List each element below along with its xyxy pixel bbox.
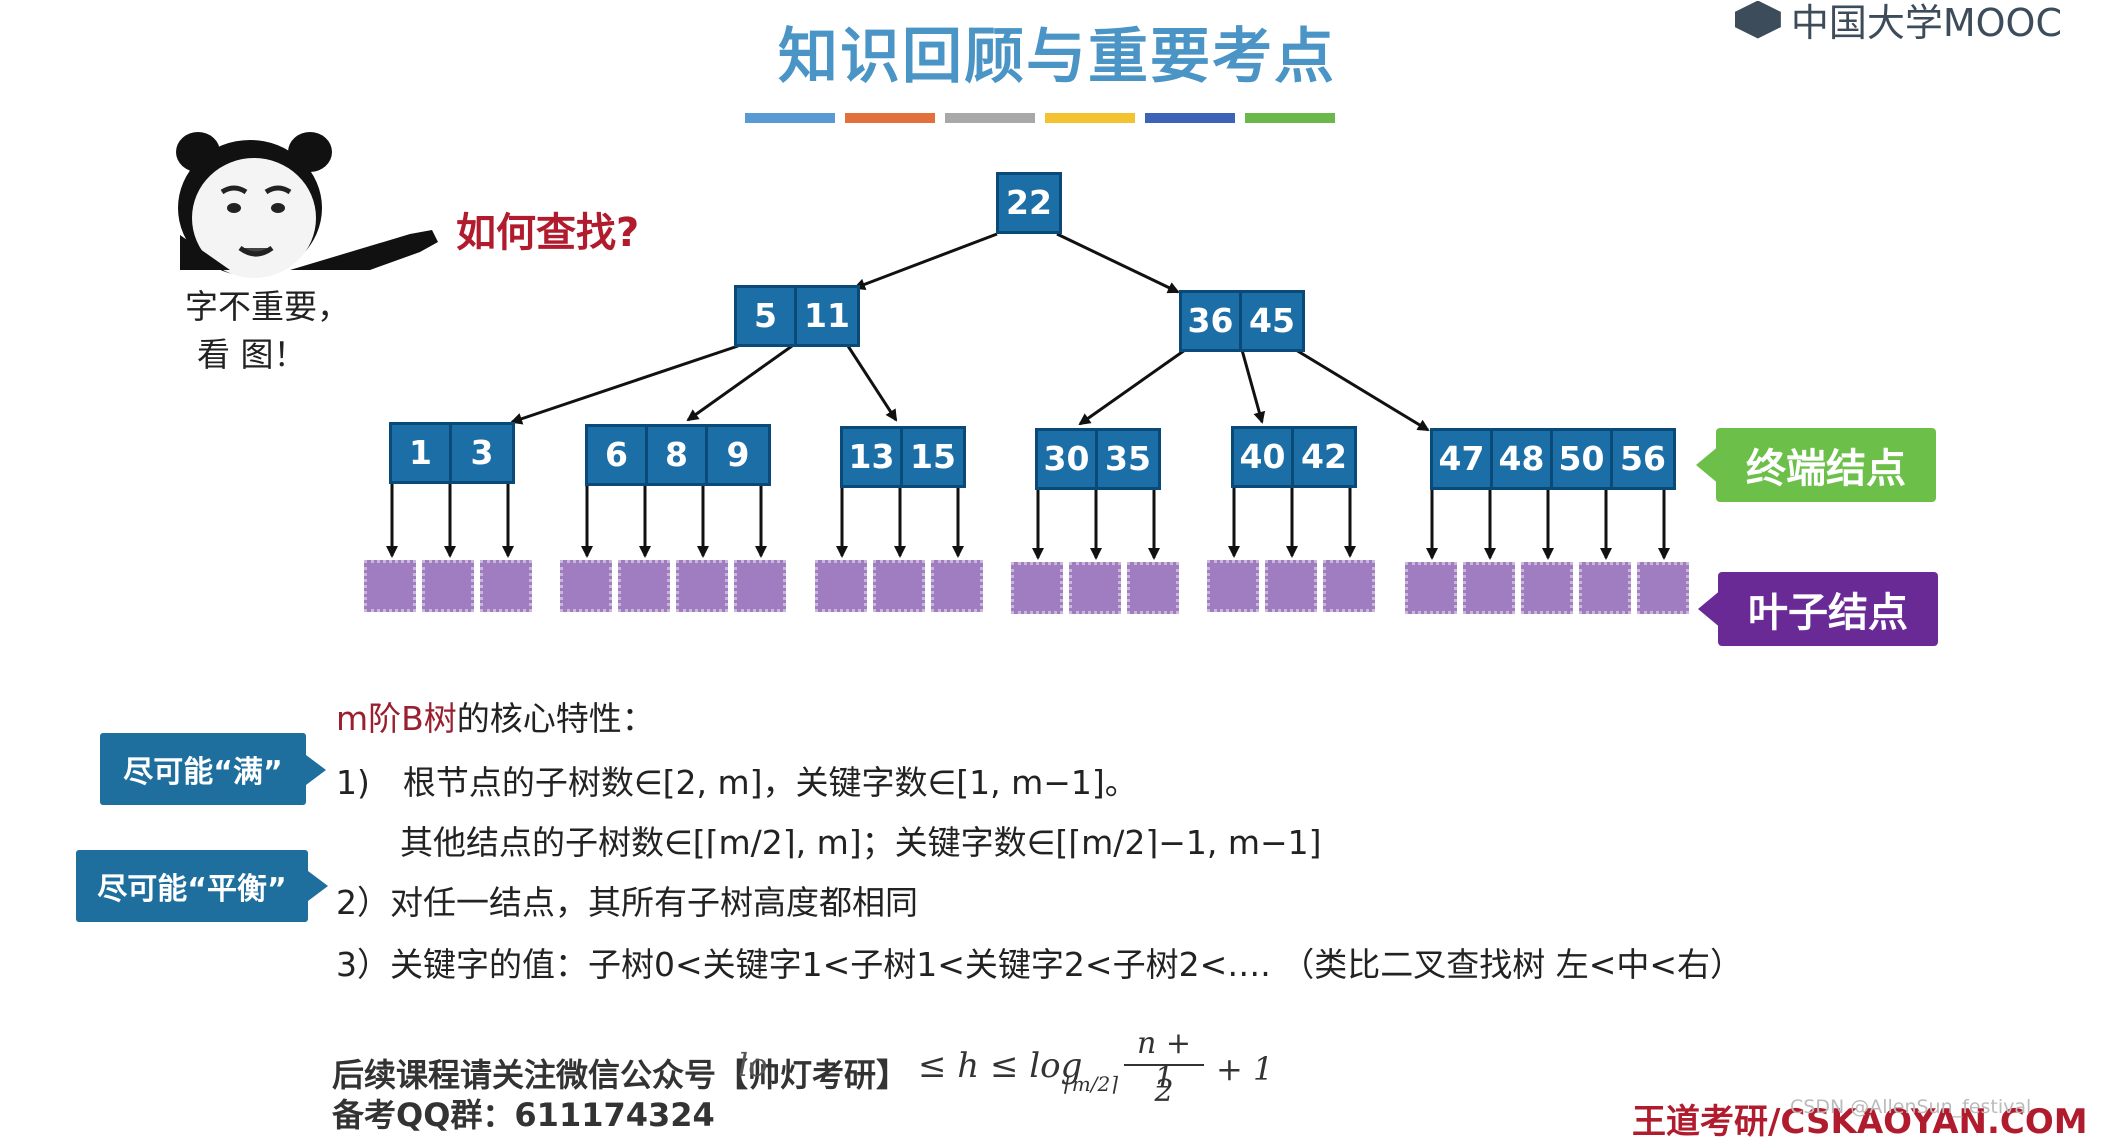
full-bubble-pointer-icon bbox=[306, 755, 326, 785]
leaf-node bbox=[1521, 562, 1573, 614]
key-22: 22 bbox=[1006, 183, 1052, 222]
key-11: 11 bbox=[804, 296, 850, 335]
leaf-node bbox=[931, 560, 983, 612]
mooc-brand-text: 中国大学MOOC bbox=[1790, 1, 2062, 45]
property-line-1b: 其他结点的子树数∈[⌈m/2⌉, m]；关键字数∈[⌈m/2⌉−1, m−1] bbox=[400, 823, 1322, 862]
tree-node-l2-1: 1 3 bbox=[389, 422, 515, 484]
tree-node-l1-right: 36 45 bbox=[1179, 290, 1305, 352]
leaf-node bbox=[618, 560, 670, 612]
balance-bubble-pointer-icon bbox=[308, 871, 328, 901]
key-36: 36 bbox=[1182, 293, 1242, 349]
leaf-node bbox=[480, 560, 532, 612]
key-30: 30 bbox=[1038, 431, 1098, 487]
leaf-node bbox=[1207, 560, 1259, 612]
csdn-watermark: CSDN @AllenSun_festival bbox=[1790, 1096, 2032, 1118]
tree-node-l2-4: 30 35 bbox=[1035, 428, 1161, 490]
page-title: 知识回顾与重要考点 bbox=[778, 22, 1336, 92]
leaf-node bbox=[1637, 562, 1689, 614]
tree-node-l2-5: 40 42 bbox=[1231, 426, 1357, 488]
formula-fraction-bar bbox=[1124, 1064, 1204, 1066]
formula-tail: + 1 bbox=[1216, 1050, 1274, 1088]
formula-den: 2 bbox=[1154, 1074, 1174, 1109]
leaf-node bbox=[1069, 562, 1121, 614]
key-56: 56 bbox=[1620, 439, 1666, 478]
footer-qq: 备考QQ群：611174324 bbox=[332, 1096, 715, 1134]
key-40: 40 bbox=[1234, 429, 1294, 485]
leaf-node bbox=[1405, 562, 1457, 614]
key-5: 5 bbox=[737, 288, 797, 344]
key-50: 50 bbox=[1553, 431, 1613, 487]
leaf-node bbox=[1265, 560, 1317, 612]
stripe-4 bbox=[1045, 113, 1135, 123]
leaf-node bbox=[873, 560, 925, 612]
key-3: 3 bbox=[470, 433, 494, 472]
stripe-6 bbox=[1245, 113, 1335, 123]
key-35: 35 bbox=[1105, 439, 1151, 478]
leaf-node bbox=[1323, 560, 1375, 612]
formula-num: n + 1 bbox=[1137, 1026, 1191, 1096]
stripe-1 bbox=[745, 113, 835, 123]
properties-heading: m阶B树的核心特性： bbox=[336, 692, 655, 740]
formula-left: lo bbox=[738, 1046, 768, 1084]
key-6: 6 bbox=[588, 427, 648, 483]
leaf-node-label: 叶子结点 bbox=[1718, 572, 1938, 646]
property-line-1: 1) 根节点的子树数∈[2, m]，关键字数∈[1, m−1]。 bbox=[336, 763, 1138, 802]
tree-node-l2-2: 6 8 9 bbox=[585, 424, 771, 486]
btree-term: m阶B树 bbox=[336, 699, 457, 738]
key-9: 9 bbox=[726, 435, 750, 474]
stripe-5 bbox=[1145, 113, 1235, 123]
panda-caption-line-2: 看 图！ bbox=[197, 335, 307, 374]
key-42: 42 bbox=[1301, 437, 1347, 476]
tree-node-l1-left: 5 11 bbox=[734, 285, 860, 347]
tree-node-l2-6: 47 48 50 56 bbox=[1430, 428, 1676, 490]
panda-caption: 字不重要， 看 图！ bbox=[185, 283, 350, 379]
formula-mid: ≤ h ≤ log bbox=[918, 1046, 1083, 1086]
key-13: 13 bbox=[843, 429, 903, 485]
footer-wechat: 后续课程请关注微信公众号【帅灯考研】 bbox=[332, 1056, 909, 1094]
key-1: 1 bbox=[392, 425, 452, 481]
stripe-2 bbox=[845, 113, 935, 123]
leaf-node bbox=[815, 560, 867, 612]
leaf-node bbox=[1127, 562, 1179, 614]
leaf-node bbox=[364, 560, 416, 612]
leaf-node bbox=[734, 560, 786, 612]
leaf-node bbox=[1011, 562, 1063, 614]
balance-bubble: 尽可能“平衡” bbox=[76, 850, 308, 922]
panda-caption-line-1: 字不重要， bbox=[185, 287, 350, 326]
property-line-3: 3）关键字的值：子树0<关键字1<子树1<关键字2<子树2<…. （类比二叉查找… bbox=[336, 945, 1743, 984]
formula-sub: ⌈m/2⌉ bbox=[1064, 1072, 1119, 1096]
leaf-node bbox=[1579, 562, 1631, 614]
full-bubble: 尽可能“满” bbox=[100, 733, 306, 805]
property-line-2: 2）对任一结点，其所有子树高度都相同 bbox=[336, 883, 918, 922]
stripe-3 bbox=[945, 113, 1035, 123]
tree-node-l2-3: 13 15 bbox=[840, 426, 966, 488]
leaf-node bbox=[1463, 562, 1515, 614]
mooc-brand: 中国大学MOOC bbox=[1734, 0, 2062, 47]
key-15: 15 bbox=[910, 437, 956, 476]
properties-heading-suffix: 的核心特性： bbox=[456, 699, 655, 738]
terminal-pointer-icon bbox=[1696, 445, 1720, 485]
key-8: 8 bbox=[648, 427, 708, 483]
leaf-node bbox=[560, 560, 612, 612]
panda-meme-icon bbox=[176, 132, 438, 278]
leaf-node bbox=[676, 560, 728, 612]
terminal-node-label: 终端结点 bbox=[1716, 428, 1936, 502]
key-47: 47 bbox=[1433, 431, 1493, 487]
key-45: 45 bbox=[1249, 301, 1295, 340]
tree-node-root: 22 bbox=[996, 172, 1062, 234]
leaf-pointer-icon bbox=[1698, 589, 1722, 629]
how-to-find-label: 如何查找? bbox=[456, 210, 640, 256]
key-48: 48 bbox=[1493, 431, 1553, 487]
leaf-node bbox=[422, 560, 474, 612]
